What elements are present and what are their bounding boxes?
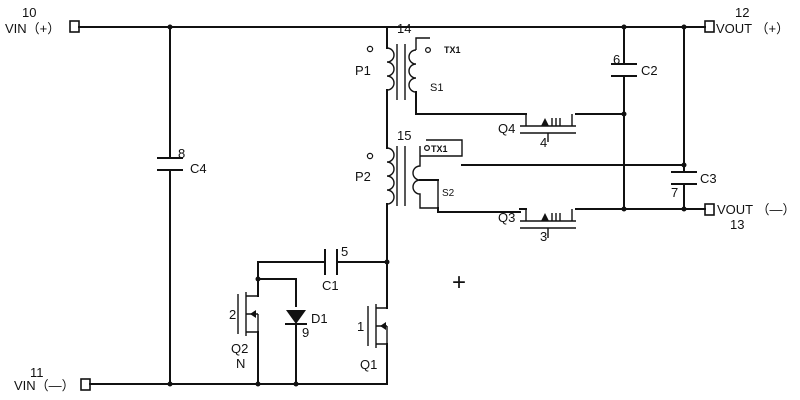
s2-label: S2 — [442, 188, 455, 199]
diode-d1 — [286, 310, 306, 324]
tx1-bottom-label: TX1 — [431, 144, 448, 154]
node — [682, 163, 687, 168]
mosfet-q4-arrow — [541, 118, 549, 126]
mosfet-q1-arrow — [380, 322, 386, 330]
q4-num: 4 — [540, 135, 547, 150]
dot-s1 — [426, 48, 431, 53]
inductor-p1 — [387, 48, 394, 90]
capacitor-c1 — [325, 250, 337, 274]
c4-label: C4 — [190, 161, 207, 176]
core-top — [397, 44, 405, 100]
node — [256, 277, 261, 282]
node — [168, 25, 173, 30]
mosfet-q4-channel — [552, 118, 560, 126]
vin-neg-terminal — [81, 379, 90, 390]
p2-label: P2 — [355, 169, 371, 184]
vout-pos-terminal — [705, 21, 714, 32]
vout-pos-label: VOUT （+） — [716, 21, 789, 36]
c4-num: 8 — [178, 146, 185, 161]
dot-s2 — [425, 146, 430, 151]
vin-pos-num: 10 — [22, 5, 36, 20]
mosfet-q3-channel — [552, 213, 560, 221]
q2-sub: N — [236, 356, 245, 371]
q2-label: Q2 — [231, 341, 248, 356]
tx1-bottom-num: 15 — [397, 128, 411, 143]
d1-label: D1 — [311, 311, 328, 326]
d1-num: 9 — [302, 325, 309, 340]
center-mark: + — [452, 269, 466, 296]
core-bottom — [397, 146, 405, 206]
inductor-p2 — [387, 148, 394, 204]
node — [294, 382, 299, 387]
vin-pos-terminal — [70, 21, 79, 32]
wire-d1-top — [258, 279, 296, 306]
vin-pos-label: VIN（+） — [5, 21, 60, 36]
inductor-s1 — [409, 50, 416, 92]
q4-label: Q4 — [498, 121, 515, 136]
vout-neg-num: 13 — [730, 217, 744, 232]
mosfet-q3-arrow — [541, 213, 549, 221]
q1-label: Q1 — [360, 357, 377, 372]
node — [622, 25, 627, 30]
vout-neg-terminal — [705, 204, 714, 215]
dot-p2 — [367, 153, 372, 158]
node — [385, 260, 390, 265]
s1-label: S1 — [430, 82, 443, 94]
dot-p1 — [367, 46, 372, 51]
c1-label: C1 — [322, 278, 339, 293]
vout-pos-num: 12 — [735, 5, 749, 20]
c3-num: 7 — [671, 185, 678, 200]
node — [168, 382, 173, 387]
c2-label: C2 — [641, 63, 658, 78]
q2-num: 2 — [229, 307, 236, 322]
inductor-s2 — [413, 156, 438, 208]
q3-num: 3 — [540, 229, 547, 244]
c3-label: C3 — [700, 171, 717, 186]
tx1-top-label: TX1 — [444, 45, 461, 55]
c1-num: 5 — [341, 244, 348, 259]
c2-num: 6 — [613, 52, 620, 67]
mosfet-q2-arrow — [250, 310, 256, 318]
tx1-top-num: 14 — [397, 21, 411, 36]
vout-neg-label: VOUT （—） — [717, 202, 796, 217]
p1-label: P1 — [355, 63, 371, 78]
node — [682, 25, 687, 30]
capacitor-c3 — [672, 172, 696, 184]
node — [256, 382, 261, 387]
vin-neg-label: VIN（—） — [14, 378, 75, 393]
wire-s1-bottom — [416, 92, 520, 114]
q1-num: 1 — [357, 319, 364, 334]
q3-label: Q3 — [498, 210, 515, 225]
